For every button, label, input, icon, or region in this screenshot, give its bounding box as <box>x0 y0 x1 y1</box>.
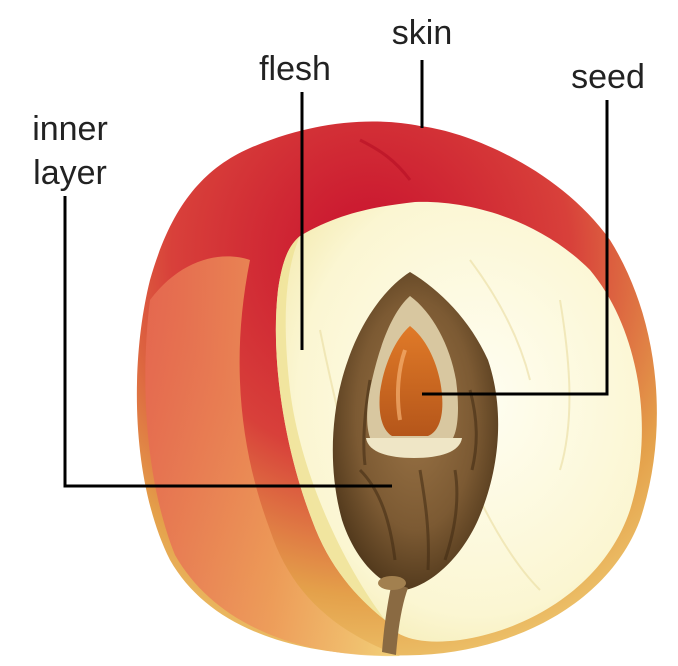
label-inner-layer-line2: layer <box>33 154 107 192</box>
label-flesh: flesh <box>259 50 331 88</box>
label-inner-layer-line1: inner <box>32 110 108 148</box>
stem-base <box>378 576 406 590</box>
label-skin: skin <box>392 14 452 52</box>
label-seed: seed <box>571 58 645 96</box>
